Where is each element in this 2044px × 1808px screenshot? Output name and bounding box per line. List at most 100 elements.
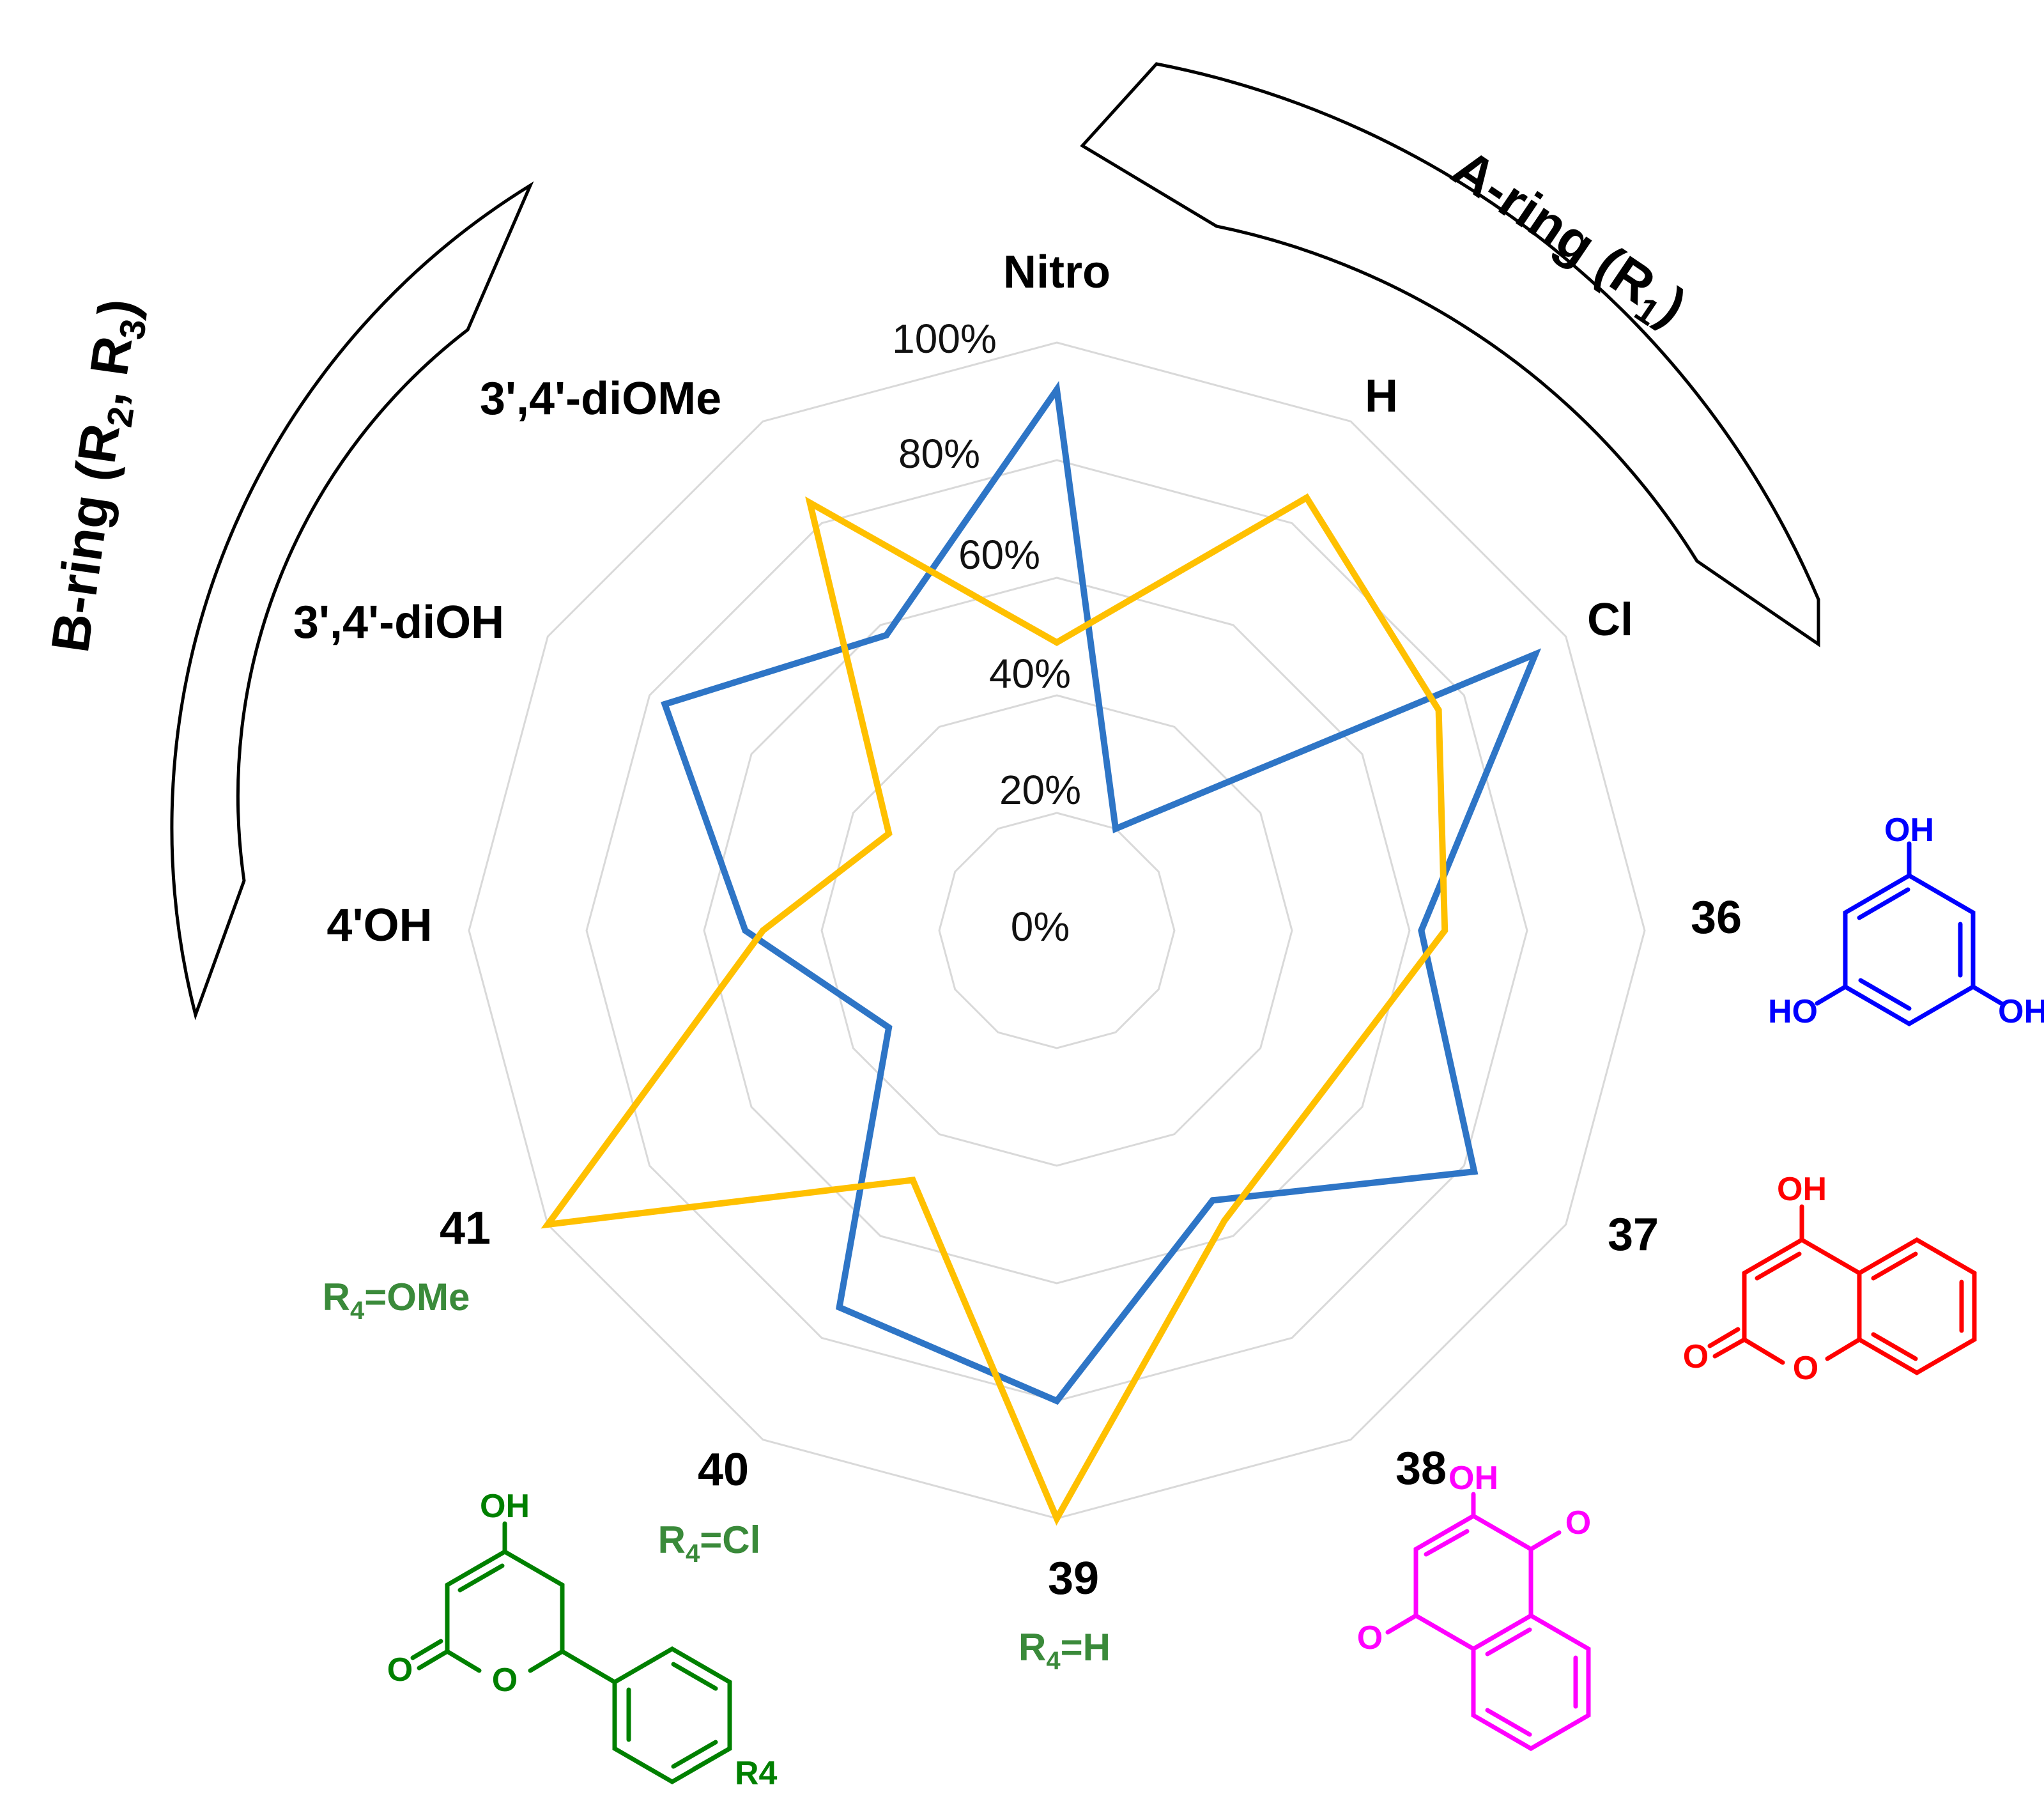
category-labels: Nitro H Cl 36 37 38 39 40 41 4'OH 3',4'-… — [293, 247, 1742, 1604]
series-1-point-5 — [1209, 1197, 1216, 1204]
series-1-point-6 — [1054, 1398, 1060, 1404]
s38-o-bottom-label: O — [1357, 1619, 1383, 1657]
s38-quinone-ring — [1413, 1513, 1533, 1651]
s37-double-bond — [1755, 1251, 1802, 1281]
grid-ring-3 — [703, 576, 1411, 1285]
s37-co-bond-2 — [1707, 1327, 1740, 1348]
series-2-point-0 — [1054, 639, 1060, 646]
s36-inner-bond-2 — [1858, 978, 1912, 1011]
s37-lactone-ring — [1742, 1237, 1862, 1365]
tick-label-100: 100% — [892, 316, 997, 362]
structure-37: OH O O — [1683, 1171, 1977, 1387]
series-1-point-0 — [1054, 386, 1060, 393]
series-2-point-11 — [806, 499, 813, 506]
series-2-point-4 — [1323, 1083, 1330, 1090]
s39-aryl-bond — [560, 1649, 617, 1685]
a-ring-bracket: A-ring (R1) — [1080, 62, 1820, 647]
category-label-diOH: 3',4'-diOH — [293, 597, 504, 648]
s39-ring-o-label: O — [492, 1662, 518, 1699]
s38-o-top-label: O — [1565, 1504, 1591, 1541]
s39-phenyl-inner-3 — [671, 1740, 718, 1769]
category-label-41: 41 — [440, 1203, 491, 1254]
s36-ho-left: HO — [1768, 993, 1818, 1030]
r4-labels: R4=H R4=Cl R4=OMe — [323, 1276, 1110, 1675]
r4-label-40: R4=Cl — [658, 1518, 761, 1568]
s38-double-bond — [1424, 1529, 1470, 1557]
s36-oh-bond-right — [1971, 984, 2004, 1006]
s38-co-bond-top — [1528, 1530, 1562, 1552]
structure-38: OH O O — [1357, 1460, 1591, 1752]
series-1-point-1 — [1112, 825, 1119, 832]
tick-label-80: 80% — [898, 431, 980, 477]
series-2-point-7 — [909, 1177, 916, 1184]
structure-36: OH HO OH — [1768, 812, 2044, 1030]
s39-carbonyl-o-label: O — [387, 1651, 413, 1688]
category-label-nitro: Nitro — [1003, 247, 1110, 298]
tick-label-0: 0% — [1011, 904, 1070, 950]
category-label-cl: Cl — [1587, 594, 1633, 645]
series-1-point-11 — [883, 631, 890, 638]
category-label-36: 36 — [1691, 892, 1742, 943]
s37-inner-bond-3 — [1871, 1332, 1918, 1361]
b-ring-label: B-ring (R2, R3) — [40, 295, 156, 657]
s39-phenyl-inner-2 — [671, 1662, 718, 1691]
s39-r4-label: R4 — [735, 1755, 778, 1792]
series-2-point-8 — [544, 1221, 551, 1228]
category-label-diOMe: 3',4'-diOMe — [480, 373, 721, 424]
s39-co-bond-2 — [410, 1639, 443, 1660]
s39-pyranone-ring-2 — [445, 1549, 507, 1673]
s39-double-bond — [457, 1563, 505, 1593]
series-2-point-5 — [1221, 1217, 1228, 1225]
series-1-point-9 — [742, 927, 749, 934]
b-ring-bracket: B-ring (R2, R3) — [40, 181, 534, 1021]
series-2-point-10 — [886, 830, 893, 837]
s38-co-bond-bottom — [1385, 1613, 1418, 1635]
s37-oh-label: OH — [1777, 1171, 1827, 1208]
s37-ring-o-bond — [1825, 1337, 1862, 1361]
s37-benzene-ring — [1857, 1237, 1977, 1376]
s37-co-bond-1 — [1712, 1337, 1747, 1359]
s36-oh-bond-left — [1815, 984, 1848, 1006]
b-ring-arc-shape — [170, 181, 534, 1021]
s39-pyranone-ring — [502, 1549, 565, 1673]
r4-label-39: R4=H — [1018, 1626, 1110, 1675]
series-1-point-8 — [886, 1024, 893, 1031]
s37-ring-o-label: O — [1793, 1350, 1818, 1387]
s38-inner-bond-2 — [1485, 1708, 1532, 1737]
a-ring-arc-shape — [1080, 62, 1820, 647]
s39-phenyl-ring — [612, 1646, 732, 1785]
tick-label-40: 40% — [989, 651, 1071, 697]
series-2-point-9 — [760, 927, 766, 934]
category-label-40: 40 — [698, 1444, 749, 1495]
series-1-point-10 — [661, 700, 668, 707]
series-2-point-1 — [1303, 494, 1310, 501]
series-line-1 — [661, 381, 1542, 1405]
tick-label-60: 60% — [958, 532, 1040, 578]
s38-oh-label: OH — [1448, 1460, 1498, 1497]
category-label-4oh: 4'OH — [327, 900, 432, 951]
s39-r4-bond — [691, 1746, 732, 1772]
series-2-point-2 — [1435, 707, 1442, 713]
s38-inner-bond-3 — [1485, 1627, 1532, 1657]
category-label-37: 37 — [1608, 1209, 1659, 1260]
s36-oh-top: OH — [1884, 812, 1934, 849]
radar-series — [541, 381, 1542, 1526]
s36-oh-right: OH — [1998, 993, 2044, 1030]
grid-ring-1 — [938, 812, 1176, 1049]
series-1-point-3 — [1418, 927, 1425, 934]
category-label-39: 39 — [1048, 1553, 1099, 1604]
series-2-point-6 — [1054, 1515, 1060, 1522]
s36-inner-bond-3 — [1857, 887, 1910, 920]
series-1-point-4 — [1471, 1168, 1478, 1175]
s39-oh-label: OH — [480, 1488, 530, 1525]
s36-benzene-ring — [1843, 872, 1976, 1027]
series-1-point-2 — [1532, 651, 1539, 658]
category-label-h: H — [1365, 371, 1398, 422]
s37-carbonyl-o-label: O — [1683, 1338, 1709, 1375]
grid-ring-2 — [820, 694, 1293, 1167]
structure-39-41: OH O O R4 — [387, 1488, 778, 1792]
radial-ticks: 0% 20% 40% 60% 80% 100% — [892, 316, 1081, 950]
r4-label-41: R4=OMe — [323, 1276, 470, 1325]
